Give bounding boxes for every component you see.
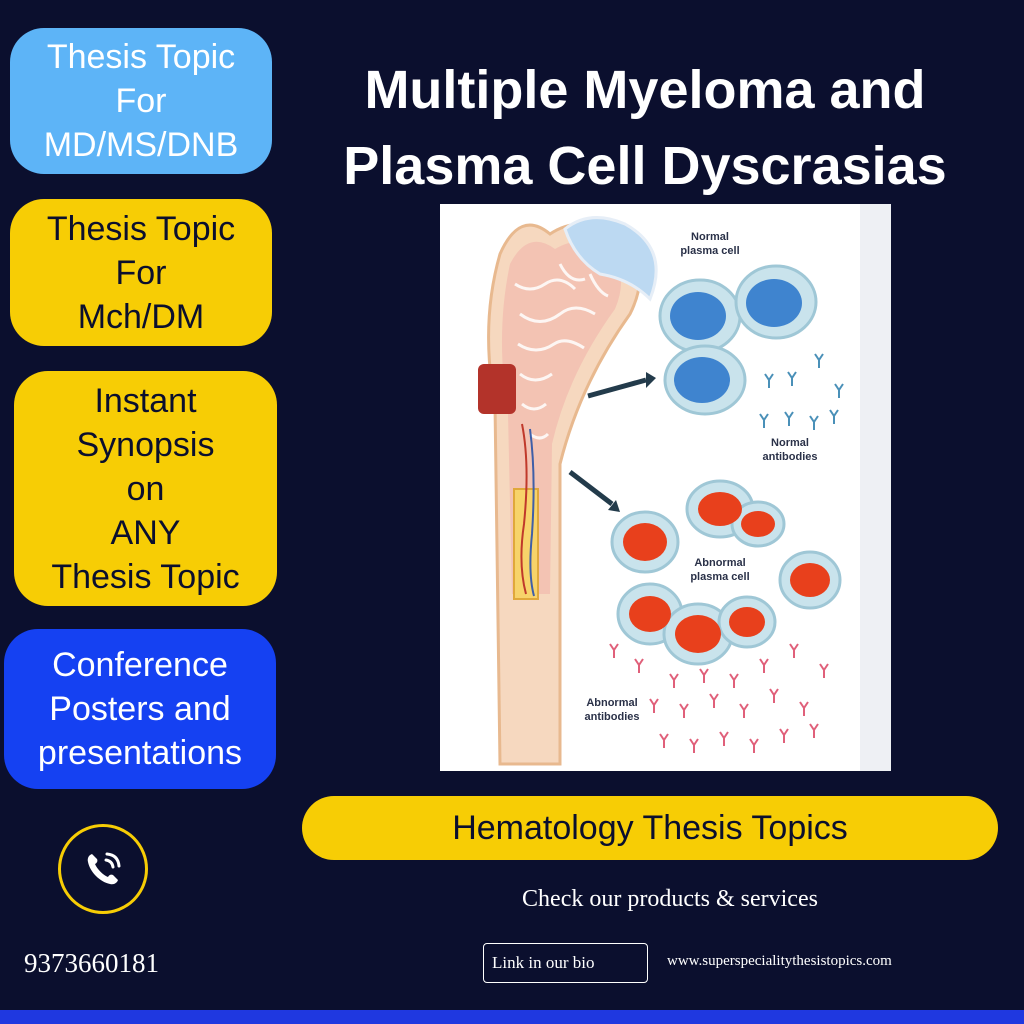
mch-dm-thesis-label: Thesis Topic For Mch/DM bbox=[46, 209, 236, 336]
normal-antibodies-label-2: antibodies bbox=[762, 451, 817, 463]
phone-icon bbox=[87, 852, 121, 885]
instant-synopsis-label: Instant Synopsis on ANY Thesis Topic bbox=[51, 381, 240, 596]
normal-plasma-cell-label-1: Normal bbox=[691, 231, 729, 243]
check-products-text: Check our products & services bbox=[522, 886, 818, 912]
hematology-topics-banner[interactable]: Hematology Thesis Topics bbox=[302, 796, 998, 860]
page-title: Multiple Myeloma and Plasma Cell Dyscras… bbox=[343, 60, 947, 196]
website-link[interactable]: www.superspecialitythesistopics.com bbox=[667, 953, 892, 969]
bone-marrow-diagram: Normal plasma cell Normal antibodies Abn… bbox=[478, 204, 891, 771]
normal-plasma-cell-label-2: plasma cell bbox=[680, 245, 739, 257]
abnormal-antibodies-label-2: antibodies bbox=[584, 711, 639, 723]
normal-antibodies-label-1: Normal bbox=[771, 437, 809, 449]
mch-dm-thesis-pill[interactable]: Thesis Topic For Mch/DM bbox=[10, 199, 272, 346]
conference-posters-label: Conference Posters and presentations bbox=[37, 646, 243, 772]
conference-posters-pill[interactable]: Conference Posters and presentations bbox=[4, 629, 276, 789]
md-ms-dnb-thesis-label: Thesis Topic For MD/MS/DNB bbox=[43, 38, 239, 164]
bone-marrow-illustration: Normal plasma cell Normal antibodies Abn… bbox=[440, 204, 891, 771]
abnormal-plasma-cell-label-1: Abnormal bbox=[694, 557, 745, 569]
phone-number[interactable]: 9373660181 bbox=[24, 948, 159, 978]
bio-link-label: Link in our bio bbox=[492, 953, 595, 972]
bio-link-button[interactable]: Link in our bio bbox=[483, 943, 648, 983]
bottom-accent-strip bbox=[0, 1010, 1024, 1024]
abnormal-antibodies-label-1: Abnormal bbox=[586, 697, 637, 709]
instant-synopsis-pill[interactable]: Instant Synopsis on ANY Thesis Topic bbox=[14, 371, 277, 606]
abnormal-plasma-cell-label-2: plasma cell bbox=[690, 571, 749, 583]
banner-label: Hematology Thesis Topics bbox=[452, 808, 848, 847]
md-ms-dnb-thesis-pill[interactable]: Thesis Topic For MD/MS/DNB bbox=[10, 28, 272, 174]
phone-call-button[interactable] bbox=[58, 824, 148, 914]
